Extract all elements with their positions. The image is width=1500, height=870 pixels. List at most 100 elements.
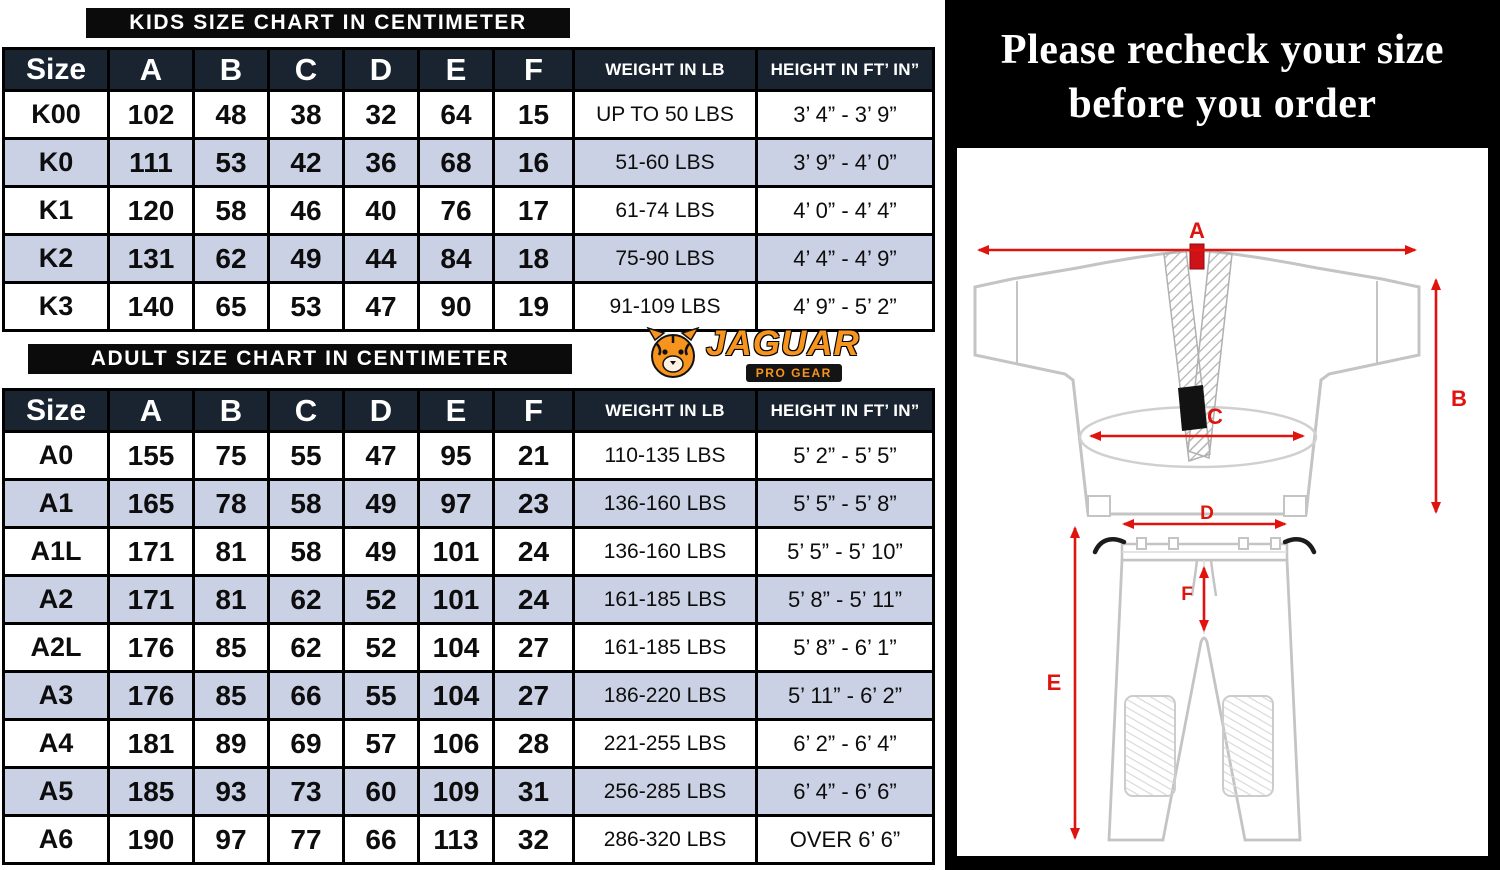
col-header-e: E xyxy=(417,388,495,433)
size-cell-num: 53 xyxy=(267,281,345,332)
kids-chart-title: KIDS SIZE CHART IN CENTIMETER xyxy=(86,8,570,38)
size-cell-size: K1 xyxy=(2,185,110,236)
size-cell-height: 5’ 8” - 6’ 1” xyxy=(755,622,935,673)
size-cell-size: A0 xyxy=(2,430,110,481)
measurement-diagram-panel: A B C xyxy=(957,148,1488,856)
size-cell-num: 19 xyxy=(492,281,575,332)
left-hem-vent xyxy=(1087,495,1111,517)
size-cell-num: 131 xyxy=(107,233,195,284)
size-cell-height: 3’ 4” - 3’ 9” xyxy=(755,89,935,140)
size-cell-size: A3 xyxy=(2,670,110,721)
jaguar-logo: JAGUAR PRO GEAR xyxy=(646,326,860,386)
size-cell-num: 75 xyxy=(192,430,270,481)
size-cell-num: 52 xyxy=(342,574,420,625)
size-notice-panel: Please recheck your size before you orde… xyxy=(945,0,1500,870)
size-cell-weight: UP TO 50 LBS xyxy=(572,89,758,140)
size-cell-num: 120 xyxy=(107,185,195,236)
size-cell-num: 104 xyxy=(417,622,495,673)
col-header-weight: WEIGHT IN LB xyxy=(572,388,758,433)
notice-line-2: before you order xyxy=(1068,80,1377,127)
size-cell-num: 85 xyxy=(192,622,270,673)
size-cell-num: 66 xyxy=(342,814,420,865)
col-header-b: B xyxy=(192,388,270,433)
size-cell-num: 90 xyxy=(417,281,495,332)
size-cell-num: 62 xyxy=(267,574,345,625)
col-header-size: Size xyxy=(2,47,110,92)
size-cell-height: 6’ 2” - 6’ 4” xyxy=(755,718,935,769)
size-cell-num: 171 xyxy=(107,526,195,577)
size-cell-size: A1 xyxy=(2,478,110,529)
size-cell-weight: 286-320 LBS xyxy=(572,814,758,865)
size-cell-height: 5’ 2” - 5’ 5” xyxy=(755,430,935,481)
col-header-height: HEIGHT IN FT’ IN” xyxy=(755,47,935,92)
size-cell-num: 76 xyxy=(417,185,495,236)
size-cell-size: A1L xyxy=(2,526,110,577)
size-cell-num: 113 xyxy=(417,814,495,865)
size-cell-num: 38 xyxy=(267,89,345,140)
size-cell-weight: 75-90 LBS xyxy=(572,233,758,284)
size-cell-num: 85 xyxy=(192,670,270,721)
measure-b-label: B xyxy=(1451,386,1467,411)
col-header-c: C xyxy=(267,47,345,92)
size-cell-height: 3’ 9” - 4’ 0” xyxy=(755,137,935,188)
size-cell-weight: 161-185 LBS xyxy=(572,622,758,673)
size-cell-num: 55 xyxy=(267,430,345,481)
size-cell-num: 49 xyxy=(267,233,345,284)
right-knee-pad xyxy=(1222,695,1274,797)
size-cell-size: A6 xyxy=(2,814,110,865)
tiger-icon xyxy=(646,326,700,378)
drawstring-right-end xyxy=(1282,537,1317,555)
size-cell-num: 58 xyxy=(267,478,345,529)
size-cell-num: 58 xyxy=(267,526,345,577)
logo-subtitle: PRO GEAR xyxy=(745,364,842,382)
size-cell-num: 58 xyxy=(192,185,270,236)
size-cell-height: OVER 6’ 6” xyxy=(755,814,935,865)
size-cell-num: 89 xyxy=(192,718,270,769)
size-cell-num: 109 xyxy=(417,766,495,817)
col-header-f: F xyxy=(492,47,575,92)
kids-size-table: Size A B C D E F WEIGHT IN LB HEIGHT IN … xyxy=(2,47,935,332)
size-cell-num: 32 xyxy=(492,814,575,865)
size-cell-height: 5’ 5” - 5’ 10” xyxy=(755,526,935,577)
size-cell-num: 66 xyxy=(267,670,345,721)
size-cell-num: 62 xyxy=(192,233,270,284)
gi-pants-diagram: D E F xyxy=(1047,503,1317,842)
col-header-b: B xyxy=(192,47,270,92)
size-cell-num: 140 xyxy=(107,281,195,332)
col-header-e: E xyxy=(417,47,495,92)
measure-e-label: E xyxy=(1047,670,1062,695)
size-cell-num: 81 xyxy=(192,526,270,577)
col-header-a: A xyxy=(107,47,195,92)
size-cell-num: 165 xyxy=(107,478,195,529)
size-cell-num: 84 xyxy=(417,233,495,284)
size-cell-size: K2 xyxy=(2,233,110,284)
size-cell-height: 4’ 0” - 4’ 4” xyxy=(755,185,935,236)
belt-loop xyxy=(1168,537,1179,550)
size-cell-size: K3 xyxy=(2,281,110,332)
size-cell-num: 62 xyxy=(267,622,345,673)
size-cell-num: 69 xyxy=(267,718,345,769)
size-cell-num: 68 xyxy=(417,137,495,188)
size-cell-num: 102 xyxy=(107,89,195,140)
size-cell-num: 32 xyxy=(342,89,420,140)
size-cell-size: K0 xyxy=(2,137,110,188)
size-cell-weight: 136-160 LBS xyxy=(572,526,758,577)
size-cell-num: 155 xyxy=(107,430,195,481)
size-cell-size: A2L xyxy=(2,622,110,673)
size-cell-num: 190 xyxy=(107,814,195,865)
size-cell-size: K00 xyxy=(2,89,110,140)
drawstring-tail xyxy=(1209,559,1218,597)
size-cell-num: 95 xyxy=(417,430,495,481)
size-cell-weight: 91-109 LBS xyxy=(572,281,758,332)
drawstring-left-end xyxy=(1092,537,1127,555)
notice-line-1: Please recheck your size xyxy=(1000,27,1445,73)
size-cell-size: A4 xyxy=(2,718,110,769)
size-cell-num: 181 xyxy=(107,718,195,769)
